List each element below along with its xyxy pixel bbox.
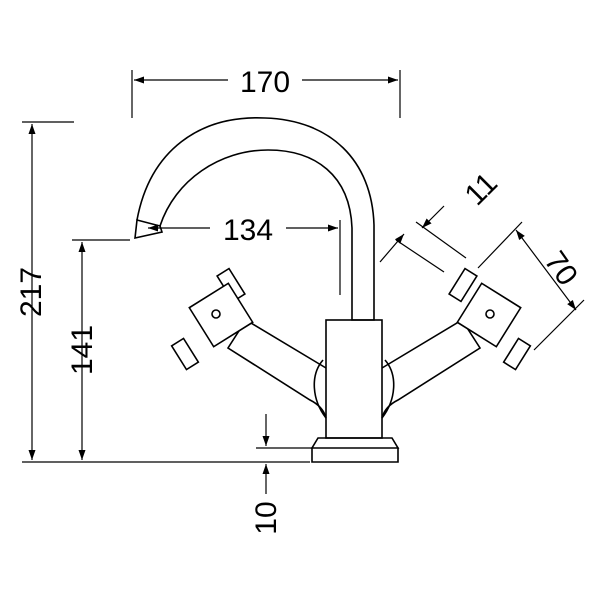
overall-height-label: 217 [15, 267, 48, 317]
dim-overall-width: 170 [131, 66, 401, 118]
handle-width-label: 11 [459, 167, 504, 212]
right-handle [448, 267, 532, 371]
left-handle [170, 267, 254, 371]
tap-outline [134, 117, 532, 463]
spout-height-label: 141 [66, 325, 99, 375]
overall-width-label: 170 [240, 66, 290, 99]
base-thickness-label: 10 [250, 501, 283, 534]
dim-base-thickness: 10 [250, 414, 312, 535]
handle-span-label: 70 [538, 245, 584, 291]
spout-outlet [134, 218, 164, 240]
right-arm [381, 318, 482, 419]
tap-body [325, 319, 383, 439]
dim-handle-width: 11 [379, 167, 504, 273]
dim-spout-reach: 134 [148, 214, 341, 295]
base-plate [310, 437, 400, 463]
left-arm [226, 318, 327, 419]
spout [136, 117, 375, 321]
spout-reach-label: 134 [223, 214, 273, 247]
dim-spout-height: 141 [66, 239, 130, 460]
dim-overall-height: 217 [15, 121, 310, 463]
